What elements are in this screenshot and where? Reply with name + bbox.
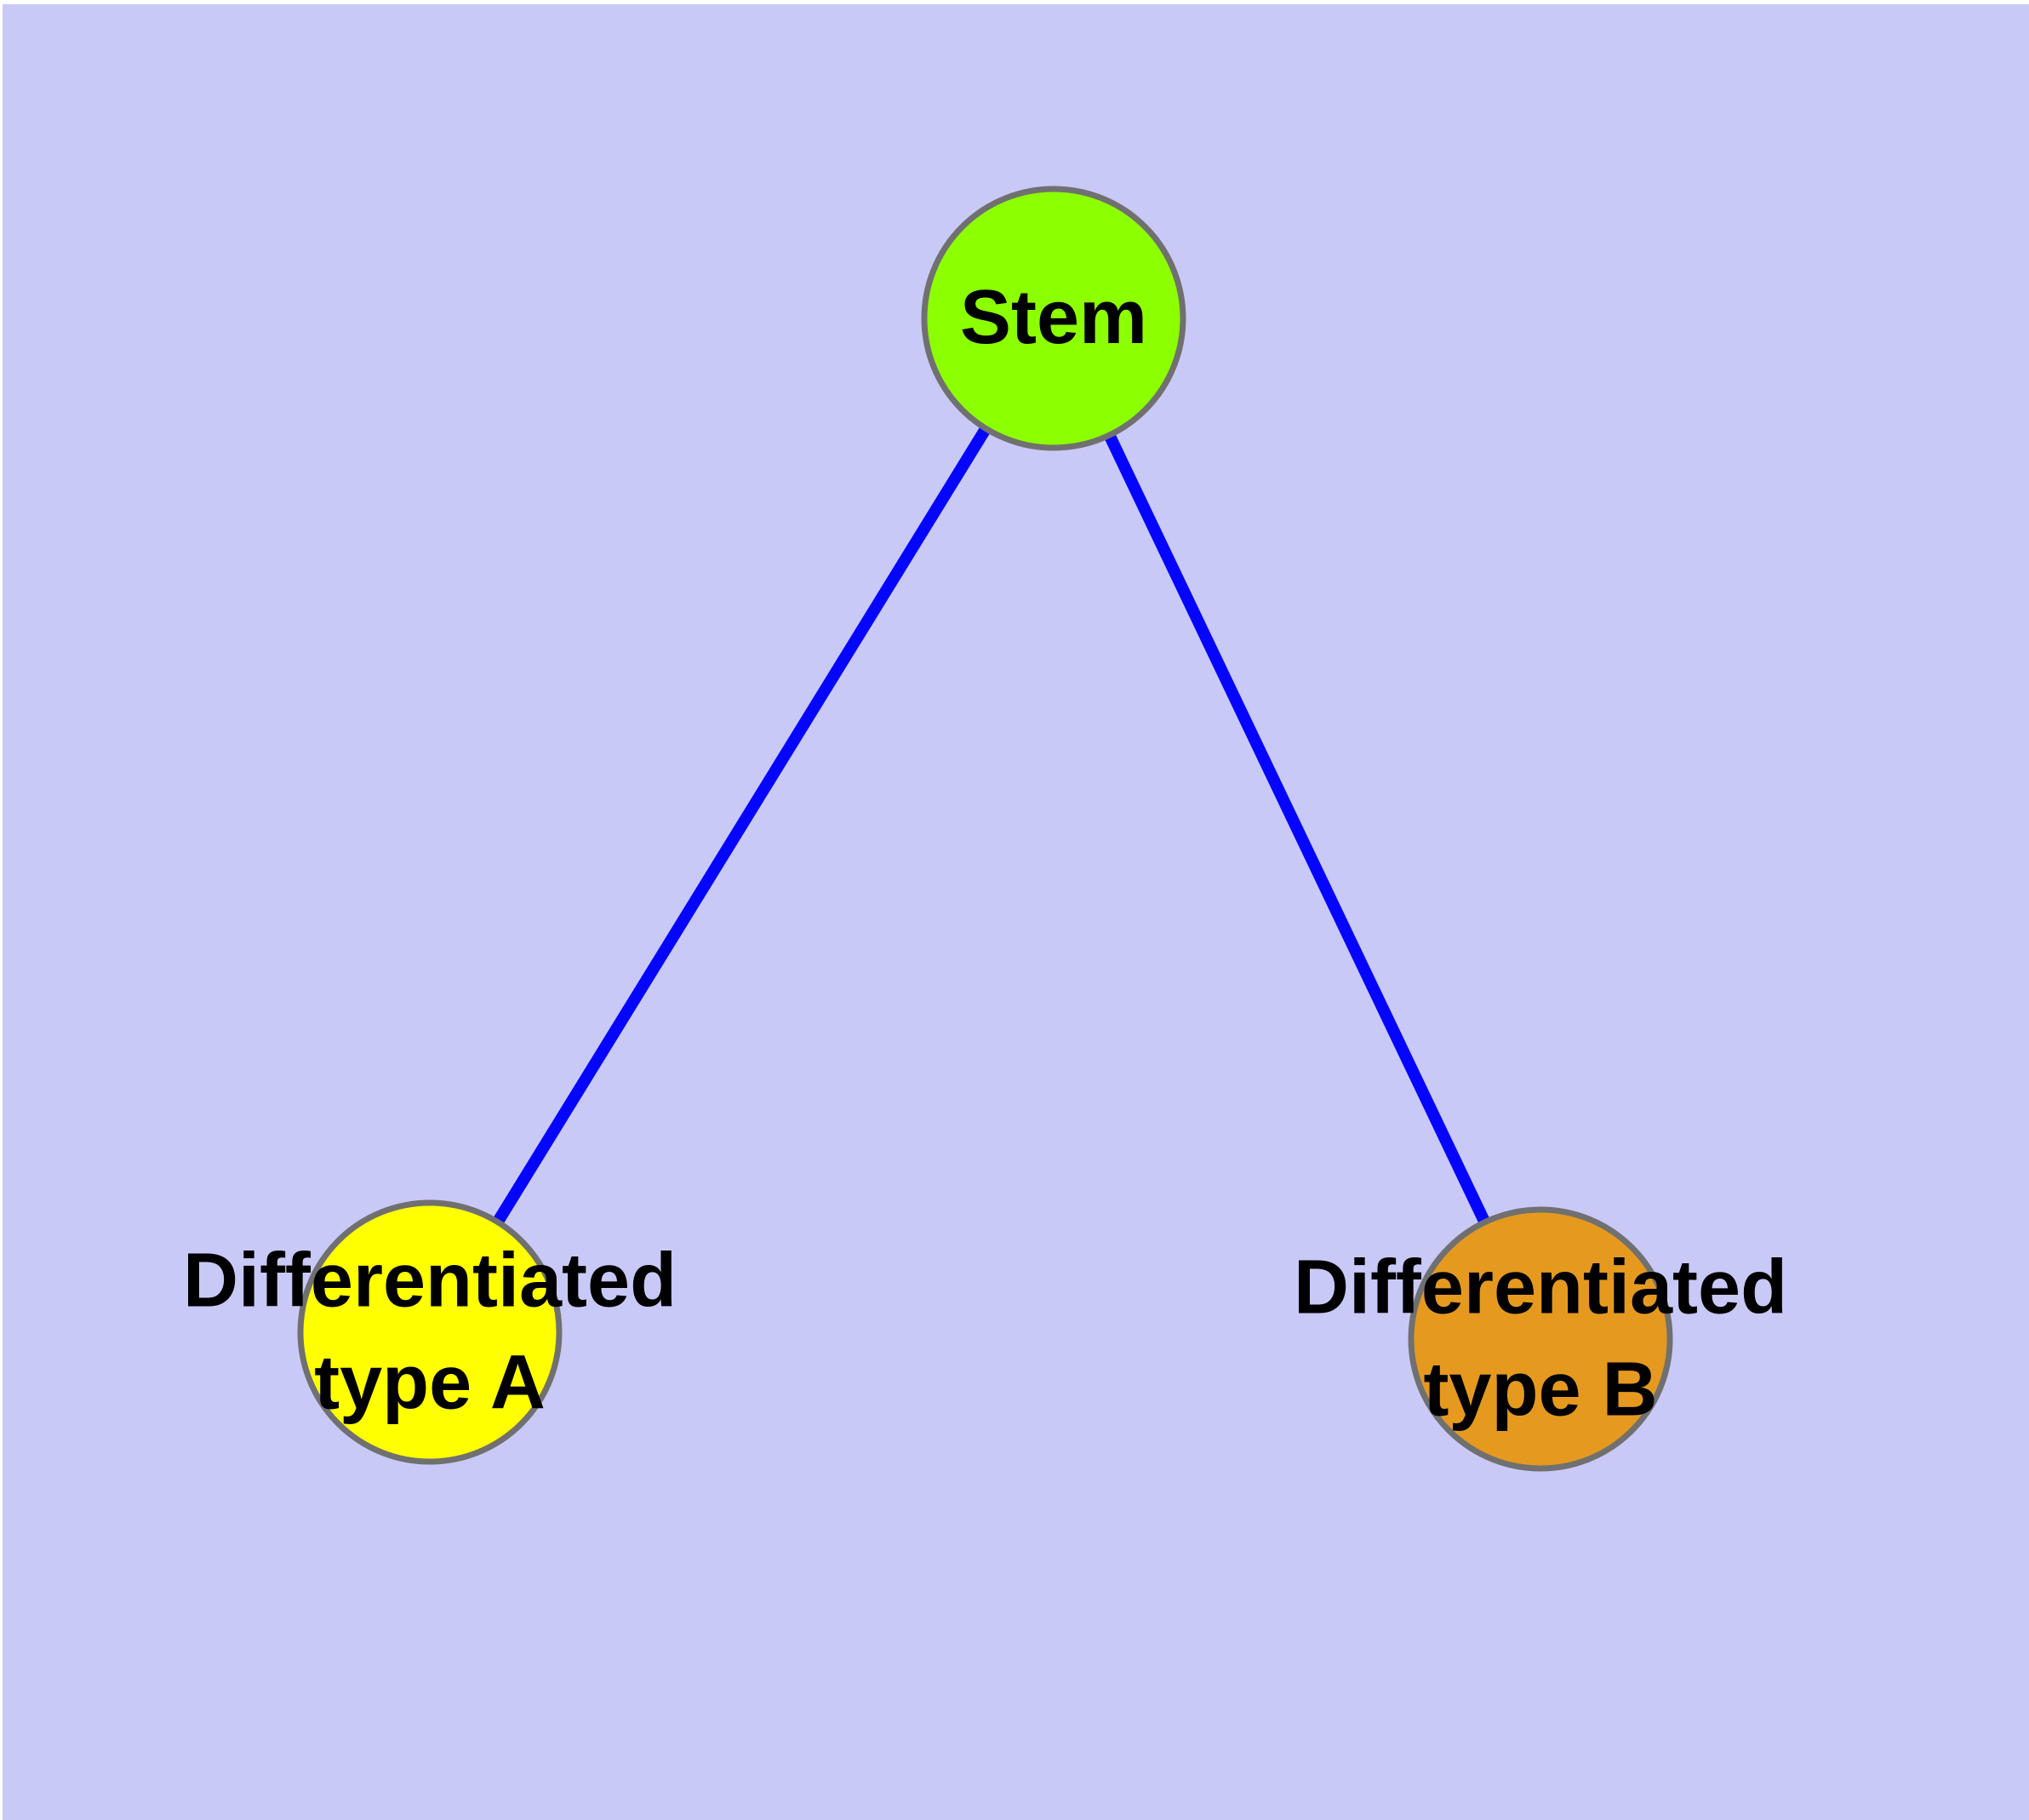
node-label-line: Differentiated (1293, 1245, 1788, 1331)
edge-stem-to-type-b (1048, 315, 1546, 1342)
top-white-margin (0, 0, 2029, 4)
node-label-line: Differentiated (182, 1238, 677, 1324)
node-label-differentiated-type-a: Differentiated type A (183, 1230, 677, 1434)
node-circle-differentiated-type-b (1408, 1206, 1673, 1472)
left-white-margin (0, 0, 3, 1820)
node-label-stem: Stem (960, 267, 1147, 369)
node-label-line: type A (314, 1340, 546, 1425)
node-circle-stem (921, 186, 1186, 451)
node-label-line: type B (1423, 1347, 1658, 1432)
node-label-differentiated-type-b: Differentiated type B (1294, 1237, 1787, 1440)
node-label-line: Stem (959, 275, 1148, 361)
edge-stem-to-type-a (425, 315, 1059, 1336)
node-circle-differentiated-type-a (297, 1199, 563, 1465)
